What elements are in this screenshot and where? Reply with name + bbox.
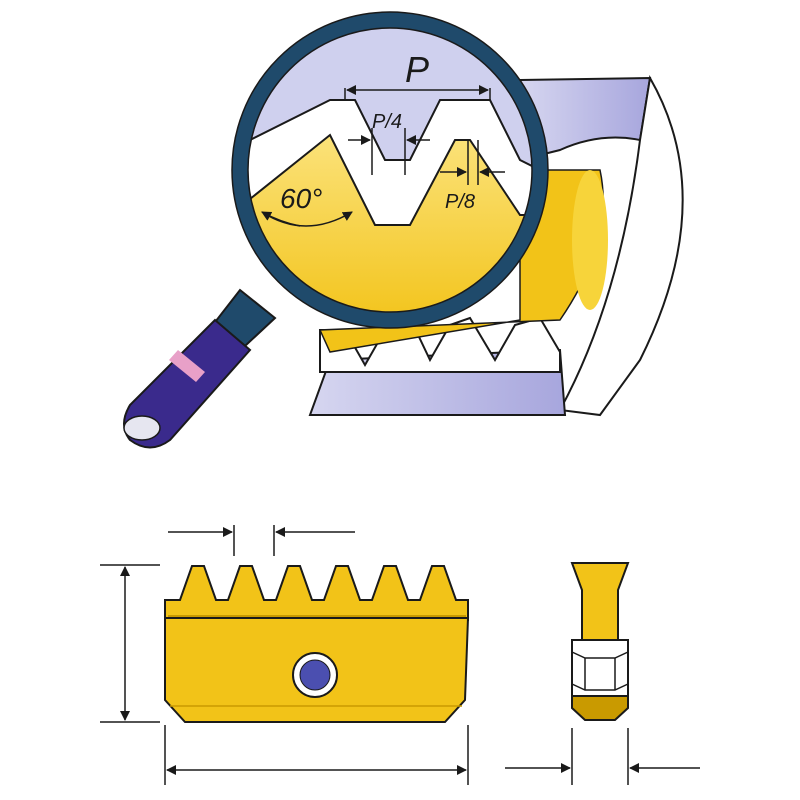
insert-side-view	[505, 562, 700, 785]
insert-front-view	[100, 525, 470, 785]
magnifier-handle	[123, 288, 277, 449]
handle-end-cap	[123, 415, 161, 441]
pitch-label: P	[405, 49, 429, 90]
insert-end-highlight	[572, 170, 608, 310]
workpiece-body-side	[558, 75, 684, 417]
root-flat-label: P/8	[445, 191, 475, 213]
insert-side-top	[570, 562, 630, 641]
insert-side-bottom	[571, 695, 629, 721]
magnifying-glass-icon	[232, 12, 548, 328]
insert-front-teeth	[164, 565, 469, 621]
lens-annotations: P P/4 P/8 60°	[261, 49, 505, 227]
lens-insert-tooth	[240, 133, 540, 320]
crest-flat-label: P/4	[372, 111, 402, 133]
handle-band	[169, 350, 205, 382]
handle-grip	[123, 318, 252, 449]
workpiece-lower-threads	[319, 316, 561, 373]
insert-side-middle	[571, 639, 629, 697]
angle-label: 60°	[280, 183, 322, 214]
